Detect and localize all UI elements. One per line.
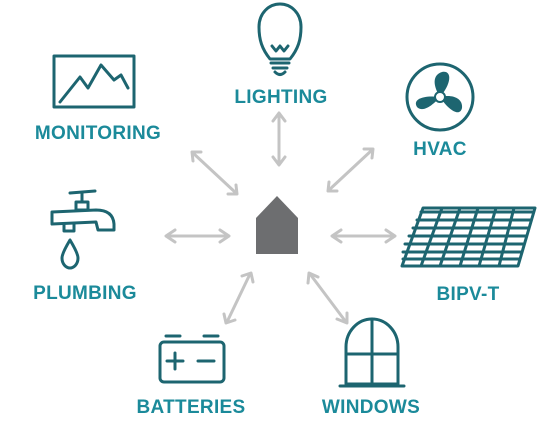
node-bipvt: BIPV-T [400,206,537,305]
house-icon [256,196,298,254]
node-monitoring: MONITORING [35,54,161,144]
arrow-hvac [326,147,375,193]
node-plumbing: PLUMBING [33,189,137,304]
node-windows: WINDOWS [322,317,420,418]
node-hvac: HVAC [405,62,475,160]
arrow-bipvt [330,228,397,244]
faucet-icon [50,189,116,270]
solar-panel-icon [400,206,537,268]
node-batteries: BATTERIES [137,334,246,418]
battery-icon [158,334,226,384]
label-bipvt: BIPV-T [436,284,499,305]
monitoring-chart-icon [52,54,136,109]
window-icon [338,317,406,388]
arrow-batteries [222,271,255,325]
label-monitoring: MONITORING [35,123,161,144]
label-batteries: BATTERIES [137,397,246,418]
arrow-lighting [271,111,287,167]
arrow-monitoring [190,150,239,196]
label-plumbing: PLUMBING [33,283,137,304]
fan-icon [405,62,475,132]
label-lighting: LIGHTING [234,87,327,108]
label-hvac: HVAC [413,139,467,160]
arrow-windows [306,271,349,325]
connector-arrows [164,111,397,325]
arrow-plumbing [164,228,231,244]
lightbulb-icon [257,2,303,76]
label-windows: WINDOWS [322,397,420,418]
node-lighting: LIGHTING [234,2,327,108]
